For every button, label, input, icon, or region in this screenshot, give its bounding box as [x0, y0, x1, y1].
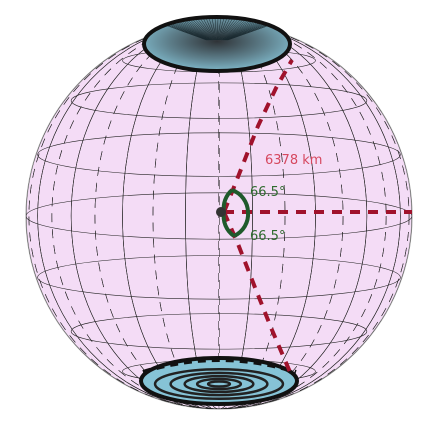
cap-hatch-line	[190, 19, 214, 41]
cap-hatch-line	[217, 19, 225, 41]
parallel-line	[37, 255, 401, 300]
cap-ring	[206, 380, 232, 388]
upper-angle-arc	[231, 188, 250, 213]
meridian-line	[51, 23, 387, 409]
parallel-line	[70, 313, 368, 350]
cap-hatch-line	[218, 19, 231, 41]
cap-hatch-line	[222, 19, 255, 41]
meridian-line	[152, 23, 286, 409]
radius-label: 6378 km	[265, 153, 322, 168]
cap-hatch-line	[193, 19, 214, 41]
cap-hatch-line	[220, 19, 243, 41]
cap-hatch-line	[208, 19, 217, 41]
cap-ring	[195, 377, 243, 391]
cap-hatch-line	[199, 19, 215, 41]
cap-ring	[183, 374, 255, 394]
cap-ring	[169, 371, 269, 397]
cap-hatch-line	[205, 19, 216, 41]
lower-angle-arc	[233, 211, 251, 238]
cap-hatch-line	[220, 19, 240, 41]
meridian-line	[185, 23, 253, 409]
parallel-line	[26, 192, 412, 240]
meridian-line	[70, 23, 368, 409]
lower-angle-label: 66.5°	[250, 229, 285, 244]
north-polar-cap	[142, 15, 292, 73]
cap-hatch-line	[181, 19, 212, 41]
cap-hatch-line	[217, 19, 222, 41]
meridian-line	[28, 23, 410, 409]
cap-hatch-line	[214, 19, 217, 41]
cap-hatch-line	[196, 19, 215, 41]
cap-hatch-line	[221, 19, 246, 41]
cap-hatch-line	[187, 19, 213, 41]
cap-hatch-line	[221, 19, 252, 41]
center-point	[216, 207, 226, 217]
meridian-line	[122, 23, 316, 409]
meridian-line	[94, 23, 344, 409]
south-polar-cap	[139, 356, 299, 406]
cap-hatch-line	[219, 19, 237, 41]
cap-hatch-line	[221, 19, 249, 41]
meridian-line	[37, 23, 401, 409]
cap-hatch-line	[218, 19, 228, 41]
cap-hatch-line	[219, 19, 234, 41]
cap-hatch-line	[216, 19, 219, 41]
parallel-line	[70, 82, 368, 119]
upper-angle-label: 66.5°	[250, 185, 285, 200]
cap-hatch-line	[211, 19, 217, 41]
parallel-line	[37, 132, 401, 177]
cap-hatch-line	[202, 19, 216, 41]
cap-ring	[153, 367, 285, 401]
cap-hatch-line	[184, 19, 213, 41]
